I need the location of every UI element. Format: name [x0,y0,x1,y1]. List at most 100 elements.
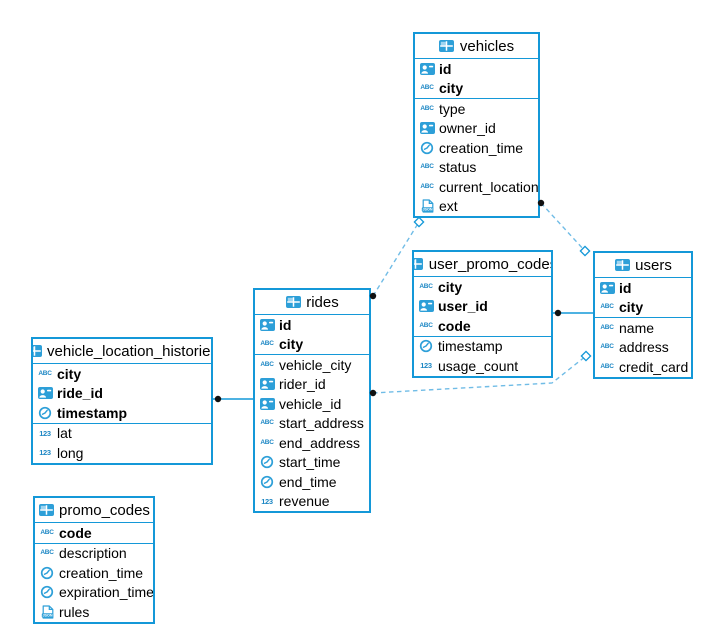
entity-title: promo_codes [59,501,150,519]
string-abc-icon: ABC [600,343,614,350]
column-name: end_address [279,434,360,451]
column-row-rider_id[interactable]: rider_id [255,375,369,395]
column-name: end_time [279,473,337,490]
column-name: long [57,444,84,461]
column-row-start_time[interactable]: start_time [255,453,369,473]
column-name: code [438,317,471,334]
column-name: name [619,319,655,336]
string-abc-icon: ABC [40,528,54,536]
column-row-owner_id[interactable]: owner_id [415,119,538,139]
column-name: user_id [438,298,488,315]
column-row-status[interactable]: ABC status [415,158,538,178]
column-row-name[interactable]: ABC name [595,318,691,338]
entity-header[interactable]: vehicles [415,34,538,59]
entity-header[interactable]: user_promo_codes [414,252,551,277]
json-icon: JSON [419,199,435,213]
entity-header[interactable]: vehicle_location_histories [33,339,211,364]
string-abc-icon: ABC [420,163,434,170]
column-name: timestamp [57,404,128,421]
column-name: credit_card [619,358,689,375]
column-row-ext[interactable]: JSON ext [415,197,538,217]
timestamp-icon [418,339,434,353]
entity-title: users [635,256,672,274]
entity-header[interactable]: promo_codes [35,498,153,523]
string-abc-icon: ABC [40,549,54,556]
column-row-id[interactable]: id [595,278,691,298]
column-name: usage_count [438,357,519,374]
timestamp-icon [419,141,435,155]
column-name: id [279,316,292,333]
string-abc-icon: ABC [600,323,614,331]
uuid-id-icon [419,62,435,76]
column-name: timestamp [438,338,503,355]
timestamp-icon [259,475,275,489]
column-name: expiration_time [59,584,153,601]
column-row-id[interactable]: id [255,315,369,335]
column-row-id[interactable]: id [415,59,538,79]
uuid-id-icon [259,397,275,411]
column-row-vehicle_id[interactable]: vehicle_id [255,394,369,414]
column-row-timestamp[interactable]: timestamp [414,337,551,357]
column-row-end_time[interactable]: end_time [255,472,369,492]
column-row-ride_id[interactable]: ride_id [33,384,211,404]
json-icon: JSON [39,605,55,619]
column-row-user_id[interactable]: user_id [414,297,551,317]
string-abc-icon: ABC [38,369,52,377]
string-abc-icon: ABC [260,419,274,426]
column-name: rider_id [279,376,326,393]
entity-header[interactable]: rides [255,290,369,315]
column-name: city [619,299,644,316]
uuid-id-icon [37,386,53,400]
timestamp-icon [39,585,55,599]
column-name: vehicle_id [279,395,342,412]
column-row-creation_time[interactable]: creation_time [35,563,153,583]
column-row-timestamp[interactable]: timestamp [33,403,211,423]
column-name: city [279,336,304,353]
table-icon [614,258,630,272]
timestamp-icon [37,406,53,420]
table-icon [38,503,54,517]
entity-header[interactable]: users [595,253,691,278]
column-name: lat [57,425,72,442]
column-row-expiration_time[interactable]: expiration_time [35,583,153,603]
svg-text:JSON: JSON [422,208,432,212]
column-row-creation_time[interactable]: creation_time [415,138,538,158]
column-name: ext [439,198,458,215]
column-name: start_time [279,454,341,471]
column-name: status [439,159,477,176]
svg-text:JSON: JSON [42,613,52,617]
column-name: ride_id [57,385,103,402]
